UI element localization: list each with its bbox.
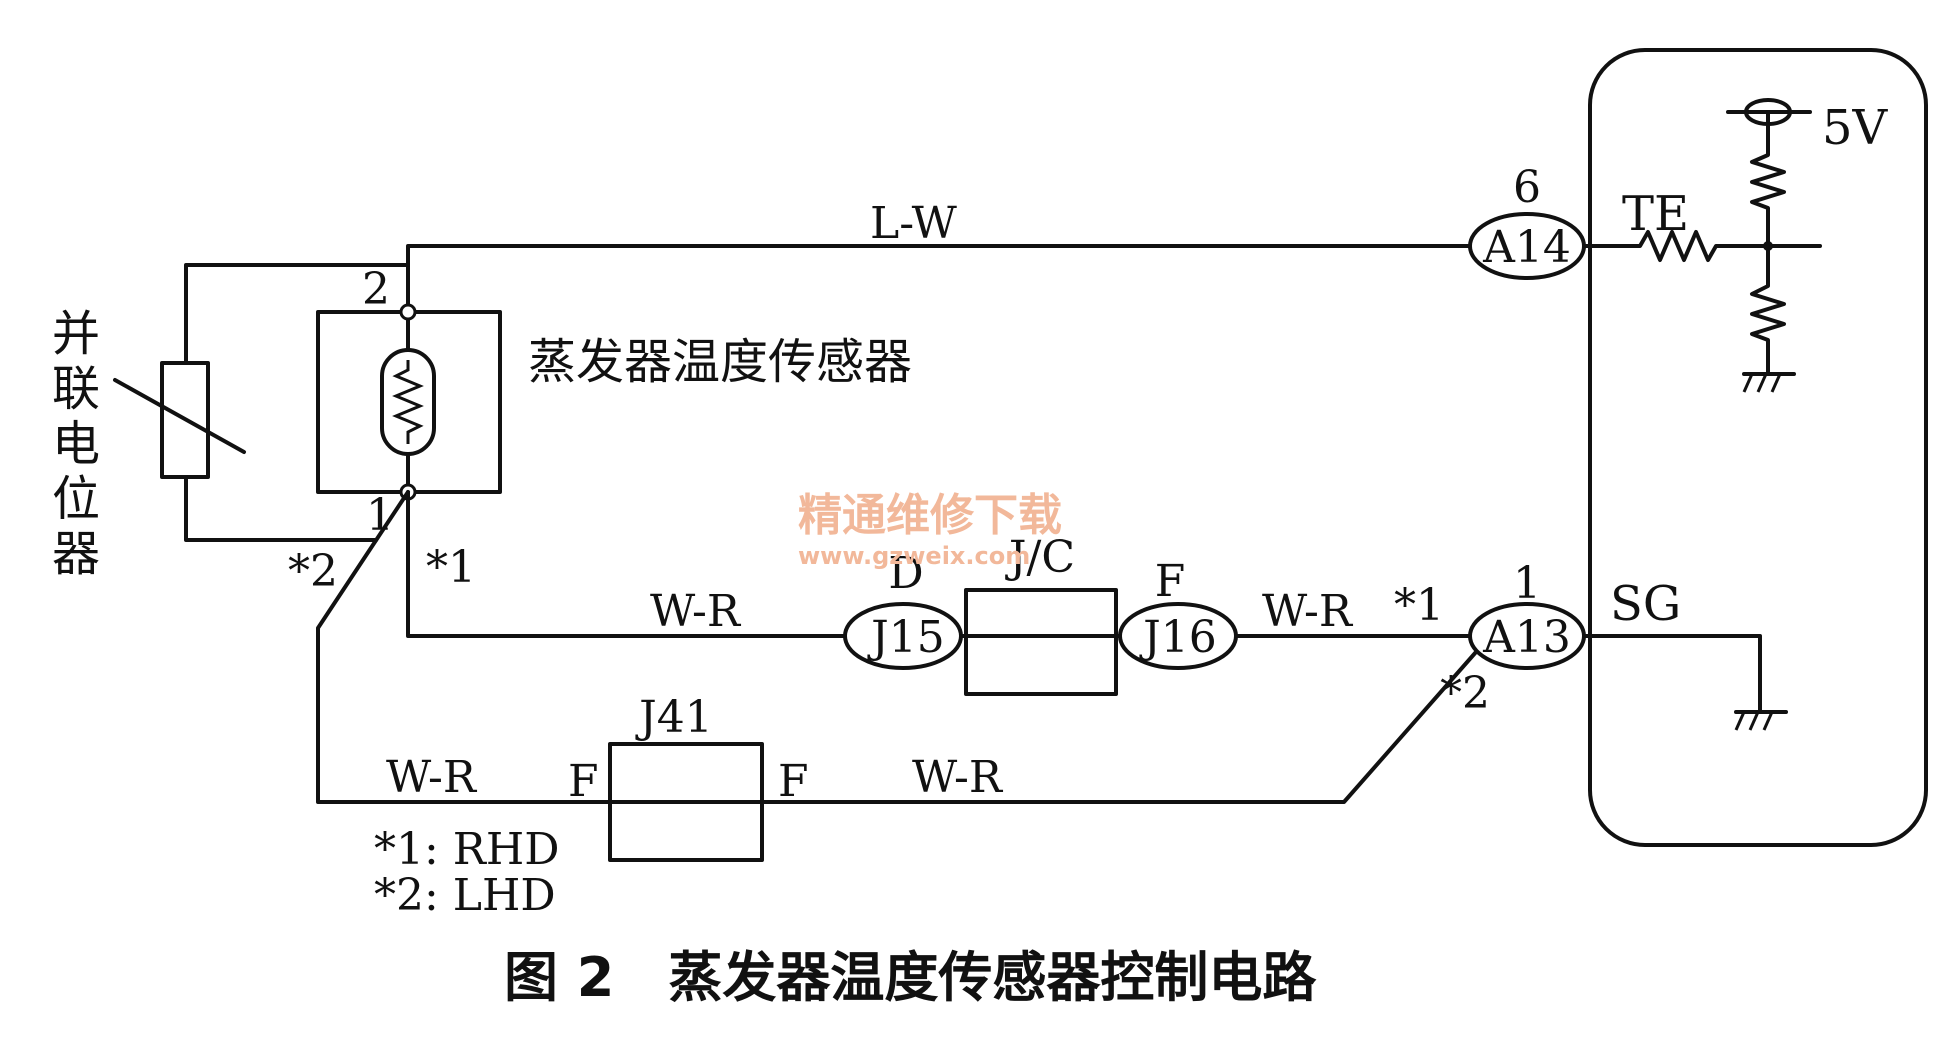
a13-star2-label: *2: [1440, 668, 1490, 719]
figure-caption: 图 2 蒸发器温度传感器控制电路: [504, 946, 1317, 1009]
svg-text:位: 位: [52, 471, 100, 527]
sg-label: SG: [1610, 576, 1681, 632]
potentiometer-arrow: [113, 378, 246, 454]
wire-wr2-label: W-R: [1262, 586, 1354, 637]
parallel-potentiometer: [160, 361, 210, 479]
svg-text:联: 联: [52, 361, 100, 417]
wire-pot-bottom: [184, 475, 378, 542]
wire-lw-label: L-W: [870, 198, 958, 249]
wire-wr-rhd: [406, 490, 847, 638]
sensor-pin2-terminal: [399, 303, 417, 321]
sensor-label: 蒸发器温度传感器: [528, 334, 912, 390]
wire-wr3-label: W-R: [386, 752, 478, 803]
connector-j15-pin: D: [888, 548, 923, 599]
svg-text:电: 电: [52, 416, 100, 472]
supply-label: 5V: [1822, 100, 1889, 156]
connector-j16-name: J16: [1139, 612, 1217, 663]
wire-lw: [406, 244, 1472, 310]
te-label: TE: [1622, 186, 1689, 242]
wire-wr1-label: W-R: [650, 586, 742, 637]
j41-pin-right-label: F: [778, 756, 809, 807]
sensor-pin2-label: 2: [362, 264, 390, 315]
pin-star2-label: *2: [288, 546, 338, 597]
parallel-pot-label: 并 联 电 位 器: [52, 306, 100, 582]
ecu-box: [1588, 48, 1928, 847]
watermark-text: 精通维修下载: [798, 490, 1062, 541]
watermark-url: www.gzweix.com: [798, 542, 1030, 570]
sg-line: [1588, 634, 1762, 712]
note-lhd: *2: LHD: [374, 870, 556, 921]
te-resistor: [1588, 230, 1822, 262]
thermistor-zigzag: [392, 360, 424, 444]
pin-star1-label: *1: [426, 542, 476, 593]
junction-connector-jc: [964, 588, 1118, 696]
ground-symbol-te: [1742, 372, 1796, 393]
wire-wr-lhd: [316, 490, 612, 804]
wire-wr4-label: W-R: [912, 752, 1004, 803]
jc-label: J/C: [1005, 532, 1075, 583]
supply-5v-symbol: [1726, 98, 1812, 142]
connector-a13-name: A13: [1482, 612, 1571, 663]
wire-pot-top: [184, 263, 410, 365]
connector-j15-name: J15: [867, 612, 945, 663]
j41-label: J41: [635, 692, 713, 743]
j41-pin-left-label: F: [568, 756, 599, 807]
a13-star1-label: *1: [1394, 580, 1444, 631]
ground-symbol-sg: [1734, 710, 1788, 731]
connector-a13-pin: 1: [1513, 558, 1541, 609]
pullup-resistor: [1750, 138, 1786, 248]
connector-a14-name: A14: [1482, 222, 1571, 273]
connector-j16-pin: F: [1155, 556, 1186, 607]
pulldown-resistor: [1750, 244, 1786, 374]
note-rhd: *1: RHD: [374, 824, 560, 875]
svg-text:器: 器: [52, 526, 100, 582]
wire-wr-j41-a13: [760, 650, 1478, 804]
svg-text:并: 并: [52, 306, 100, 362]
connector-a14-pin: 6: [1513, 162, 1541, 213]
